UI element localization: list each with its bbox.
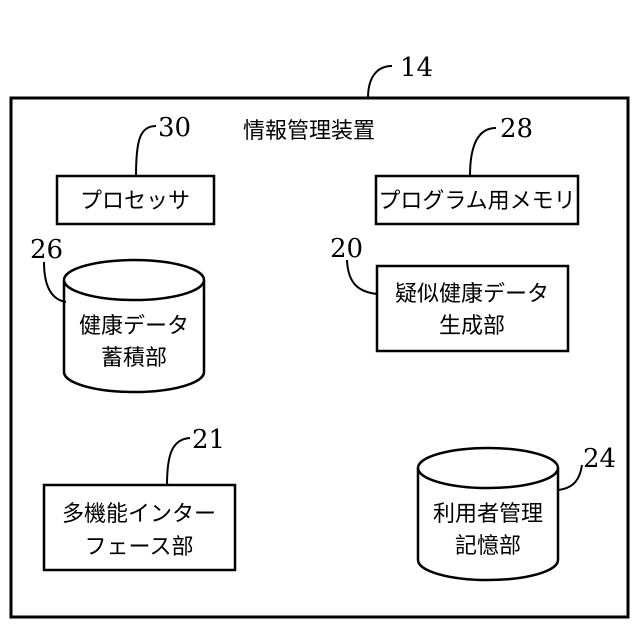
program-memory-ref-number: 28 — [500, 114, 533, 144]
interface-leader-line — [167, 438, 190, 485]
user-storage-leader-line — [558, 465, 582, 490]
interface-ref-number: 21 — [192, 425, 225, 455]
user-storage-ref-number: 24 — [583, 444, 616, 474]
health-data-label-line1: 健康データ — [79, 314, 189, 339]
program-memory-leader-line — [470, 128, 496, 176]
health-data-leader-line — [44, 262, 66, 302]
pseudo-generator-label-line1: 疑似健康データ — [395, 282, 549, 307]
pseudo-generator-label-line2: 生成部 — [439, 314, 505, 339]
interface-label-line2: フェース部 — [85, 535, 194, 560]
device-leader-line — [368, 66, 392, 98]
user-storage-label-line1: 利用者管理 — [433, 502, 543, 527]
program-memory-label: プログラム用メモリ — [378, 189, 575, 214]
health-data-ref-number: 26 — [30, 235, 63, 265]
processor-leader-line — [136, 126, 156, 176]
processor-ref-number: 30 — [158, 113, 191, 143]
health-data-label-line2: 蓄積部 — [101, 346, 167, 371]
pseudo-generator-leader-line — [347, 260, 377, 294]
pseudo-generator-ref-number: 20 — [330, 234, 363, 264]
user-storage-label-line2: 記憶部 — [455, 534, 521, 559]
processor-label: プロセッサ — [80, 189, 190, 214]
interface-label-line1: 多機能インター — [62, 502, 216, 527]
device-ref-number: 14 — [400, 53, 433, 83]
device-title: 情報管理装置 — [243, 119, 375, 144]
